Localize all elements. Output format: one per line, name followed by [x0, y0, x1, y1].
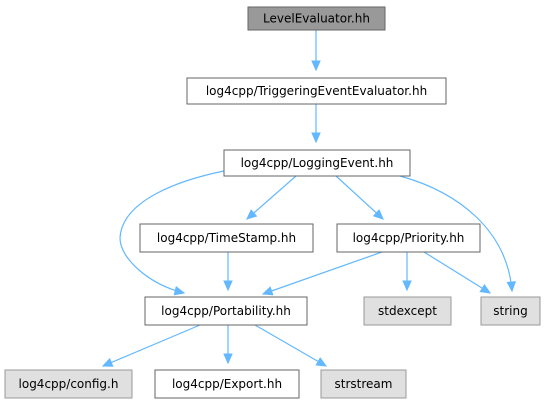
node-export[interactable]: log4cpp/Export.hh [154, 369, 300, 399]
node-logging-event[interactable]: log4cpp/LoggingEvent.hh [223, 149, 411, 177]
node-label: log4cpp/config.h [19, 377, 119, 391]
edge-line [102, 324, 201, 367]
edge-arrowhead [311, 60, 321, 72]
edge-arrowhead [311, 132, 321, 144]
edge-priority-to-stdexcept [402, 252, 412, 292]
edge-logging_event-to-time_stamp [246, 175, 297, 220]
edge-arrowhead [246, 209, 258, 220]
node-label: stdexcept [378, 304, 437, 318]
edge-priority-to-string [423, 251, 492, 294]
node-label: LevelEvaluator.hh [263, 12, 370, 26]
node-label: log4cpp/Priority.hh [353, 231, 465, 245]
edge-portability-to-export [223, 325, 233, 365]
node-box [154, 369, 300, 399]
edge-arrowhead [479, 283, 492, 294]
edge-logging_event-to-portability [119, 170, 225, 296]
edge-logging_event-to-string [399, 175, 517, 293]
node-label: log4cpp/LoggingEvent.hh [241, 156, 394, 170]
node-box [336, 223, 481, 253]
edge-line [335, 175, 384, 220]
node-config: log4cpp/config.h [4, 369, 133, 399]
nodes-layer: LevelEvaluator.hh log4cpp/TriggeringEvent… [4, 6, 541, 399]
node-box [139, 223, 314, 253]
node-level-evaluator[interactable]: LevelEvaluator.hh [247, 6, 386, 31]
node-box [186, 77, 447, 105]
node-box [223, 149, 411, 177]
edge-arrowhead [101, 357, 114, 367]
edges-layer [101, 30, 517, 367]
edge-line [399, 175, 513, 292]
node-box [363, 296, 452, 326]
edge-arrowhead [402, 280, 412, 292]
node-label: strstream [335, 377, 393, 391]
node-string: string [480, 296, 541, 326]
edge-line [246, 175, 297, 220]
node-label: log4cpp/TriggeringEventEvaluator.hh [206, 84, 427, 98]
node-triggering-event-evaluator[interactable]: log4cpp/TriggeringEventEvaluator.hh [186, 77, 447, 105]
node-label: log4cpp/Portability.hh [161, 304, 291, 318]
edge-time_stamp-to-portability [223, 252, 233, 292]
edge-priority-to-portability [261, 251, 383, 296]
edge-level_evaluator-to-triggering_event_evaluator [311, 30, 321, 72]
node-box [144, 296, 308, 326]
edge-arrowhead [372, 209, 384, 220]
edge-line [119, 170, 225, 294]
node-box [480, 296, 541, 326]
edge-line [262, 251, 383, 295]
edge-portability-to-strstream [254, 324, 328, 367]
node-label: log4cpp/Export.hh [172, 377, 282, 391]
node-priority[interactable]: log4cpp/Priority.hh [336, 223, 481, 253]
edge-triggering_event_evaluator-to-logging_event [311, 104, 321, 144]
node-strstream: strstream [320, 369, 407, 399]
node-portability[interactable]: log4cpp/Portability.hh [144, 296, 308, 326]
edge-arrowhead [506, 281, 517, 293]
node-time-stamp[interactable]: log4cpp/TimeStamp.hh [139, 223, 314, 253]
edge-arrowhead [173, 286, 186, 296]
edge-line [254, 324, 327, 367]
node-box [4, 369, 133, 399]
edge-logging_event-to-priority [335, 175, 384, 220]
node-label: string [493, 304, 527, 318]
node-box [247, 6, 386, 31]
edge-arrowhead [223, 353, 233, 365]
node-label: log4cpp/TimeStamp.hh [157, 231, 296, 245]
node-box [320, 369, 407, 399]
node-stdexcept: stdexcept [363, 296, 452, 326]
edge-arrowhead [223, 280, 233, 292]
edge-portability-to-config [101, 324, 201, 367]
edge-line [423, 251, 491, 294]
edge-arrowhead [315, 357, 328, 367]
edge-arrowhead [261, 286, 274, 296]
